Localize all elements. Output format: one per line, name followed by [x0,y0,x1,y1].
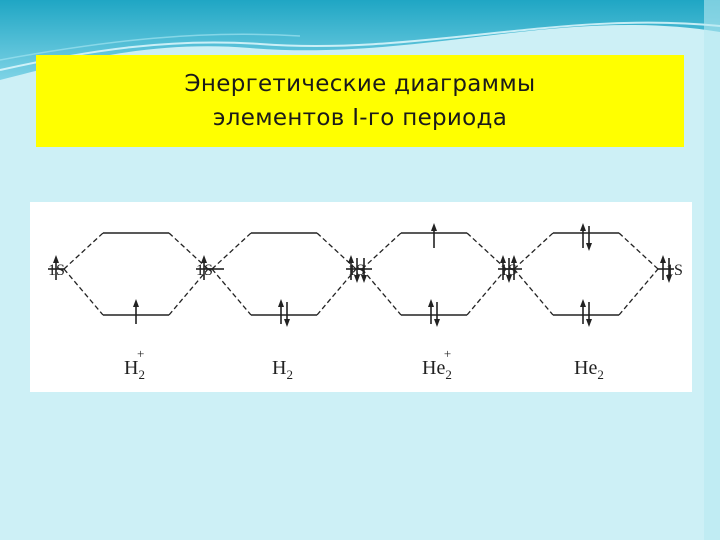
diagram-2-right-atom-electron-down-head [361,275,367,283]
diagram-3-left-atom-electron-up-head [348,255,354,263]
diagram-3-antibonding-electron-up-head [431,223,437,231]
diagram-4-antibonding-electron-up-head [580,223,586,231]
diagram-3-bonding-electron-up-head [428,299,434,307]
atomic-orbital-label-1: 1S [48,262,65,279]
diagram-4-correlation-lines [513,232,659,316]
diagram-3-right-atom-electron-up-head [511,255,517,263]
diagram-1-correlation-lines [63,232,209,316]
diagram-4-molecule-label: He2 [574,357,604,382]
diagram-4-left-atom-electron-up-head [500,255,506,263]
atomic-orbital-label-2: 1S [196,262,213,279]
diagram-4-right-atom-electron-down-head [666,275,672,283]
diagram-2-left-atom-electron-up-head [201,255,207,263]
title-line-2: элементов I-го периода [212,105,508,131]
diagram-2-molecule-label: H2 [272,357,293,382]
energy-diagram-panel: H2+ H2 He2+ He2 1S 1S 1S 1S 1S [30,202,692,392]
diagram-1-bonding-electron-up-head [133,299,139,307]
diagram-4-right-atom-electron-up-head [660,255,666,263]
diagram-3-correlation-lines [361,232,507,316]
diagram-2-bonding-electron-down-head [284,319,290,327]
slide-title: Энергетические диаграммы элементов I-го … [36,55,684,147]
atomic-orbital-label-5: 1S [666,262,683,279]
diagram-4-bonding-electron-up-head [580,299,586,307]
atomic-orbital-label-3: 1S [348,262,365,279]
mo-diagrams: H2+ H2 He2+ He2 1S 1S 1S 1S 1S [48,223,683,382]
diagram-4-antibonding-electron-down-head [586,243,592,251]
diagram-2-bonding-electron-up-head [278,299,284,307]
diagram-3-molecule-label: He2+ [422,346,452,382]
diagram-4-left-atom-electron-down-head [506,275,512,283]
diagram-2-correlation-lines [211,232,357,316]
diagram-3-left-atom-electron-down-head [354,275,360,283]
diagram-3-bonding-electron-down-head [434,319,440,327]
diagram-1-left-atom-electron-up-head [53,255,59,263]
title-line-1: Энергетические диаграммы [184,71,536,97]
diagram-4-bonding-electron-down-head [586,319,592,327]
header-wave-highlight [0,21,720,71]
atomic-orbital-label-4: 1S [500,262,517,279]
header-wave [0,0,720,80]
diagram-1-molecule-label: H2+ [124,346,145,382]
